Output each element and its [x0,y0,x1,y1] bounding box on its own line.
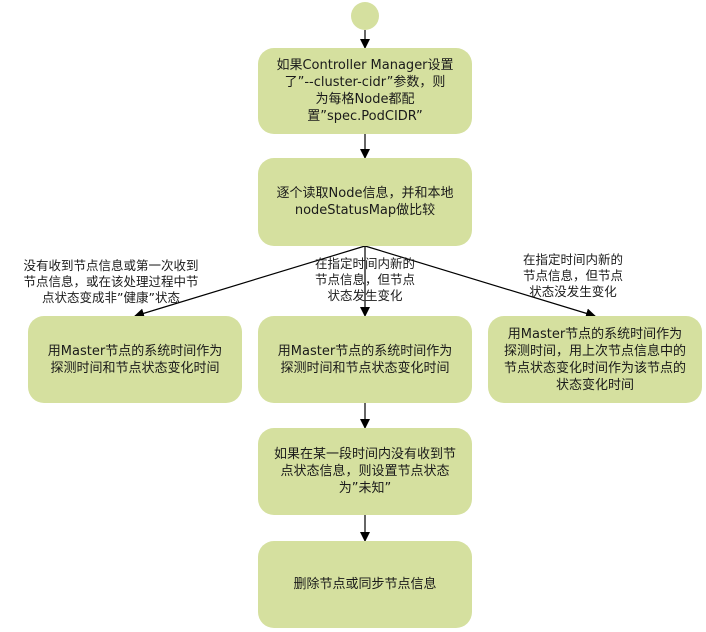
edge-n2-n3a [134,245,366,319]
node-master-time-b: 用Master节点的系统时间作为 探测时间和节点状态变化时间 [258,316,472,403]
node-set-podcidr: 如果Controller Manager设置 了”--cluster-cidr”… [258,48,472,134]
edge-label-middle: 在指定时间内新的 节点信息，但节点 状态发生变化 [314,256,415,303]
node-delete-or-sync: 删除节点或同步节点信息 [258,541,472,628]
edge-label-left: 没有收到节点信息或第一次收到 节点信息，或在该处理过程中节 点状态变成非”健康”… [23,258,199,305]
node-read-node-info: 逐个读取Node信息，并和本地 nodeStatusMap做比较 [258,158,472,246]
edge-n2-n3c [364,245,596,319]
node-set-unknown: 如果在某一段时间内没有收到节 点状态信息，则设置节点状态 为”未知” [258,428,472,515]
node-master-time-c: 用Master节点的系统时间作为 探测时间，用上次节点信息中的 节点状态变化时间… [488,316,702,403]
node-master-time-a: 用Master节点的系统时间作为 探测时间和节点状态变化时间 [28,316,242,403]
edge-label-right: 在指定时间内新的 节点信息，但节点 状态没发生变化 [522,252,623,299]
start-node [351,2,379,30]
